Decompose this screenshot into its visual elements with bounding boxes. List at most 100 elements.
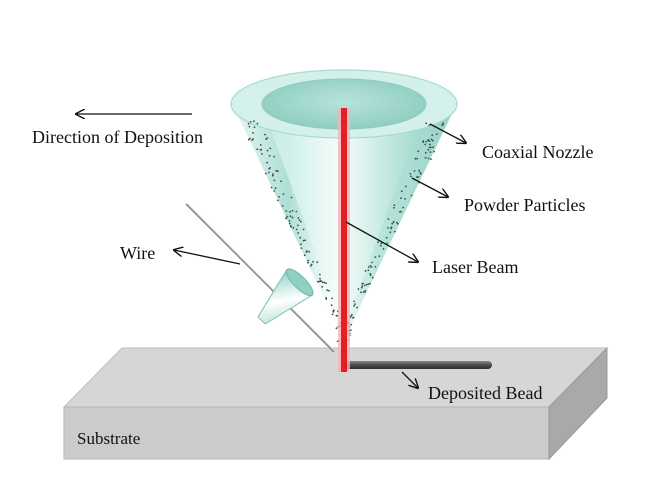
powder-particle bbox=[295, 228, 298, 231]
powder-particle bbox=[325, 298, 328, 300]
powder-particle bbox=[266, 149, 269, 152]
substrate-label: Substrate bbox=[77, 429, 141, 448]
powder-particle bbox=[320, 280, 322, 282]
powder-particle bbox=[259, 144, 262, 146]
laser-beam-label: Laser Beam bbox=[432, 257, 519, 277]
powder-particle bbox=[285, 217, 287, 220]
powder-particle bbox=[404, 198, 406, 200]
leader-arrows bbox=[76, 114, 466, 388]
powder-particle bbox=[424, 143, 427, 146]
powder-particle bbox=[352, 316, 354, 319]
powder-particle bbox=[425, 122, 428, 125]
powder-particle bbox=[428, 146, 431, 149]
powder-particle bbox=[336, 314, 338, 317]
powder-particle bbox=[297, 217, 300, 219]
powder-particle bbox=[328, 289, 330, 292]
powder-particle bbox=[268, 171, 270, 174]
powder-particle bbox=[400, 197, 402, 200]
powder-particle bbox=[353, 300, 355, 303]
powder-particle bbox=[367, 269, 370, 272]
powder-particle bbox=[295, 210, 298, 213]
powder-particle bbox=[288, 220, 291, 222]
powder-particle bbox=[277, 199, 279, 202]
powder-particle bbox=[271, 174, 274, 177]
powder-particle bbox=[409, 173, 412, 175]
powder-particle bbox=[265, 138, 268, 141]
wire-label: Wire bbox=[120, 243, 156, 263]
powder-particle bbox=[416, 157, 419, 160]
powder-particle bbox=[369, 273, 372, 275]
powder-particle bbox=[253, 120, 255, 123]
powder-particle bbox=[410, 175, 412, 178]
powder-particle bbox=[251, 139, 253, 142]
powder-particle bbox=[413, 170, 416, 172]
powder-particle bbox=[429, 143, 431, 146]
wire-feed bbox=[185, 202, 336, 353]
powder-particle bbox=[425, 140, 428, 143]
powder-particle bbox=[319, 277, 321, 280]
powder-particle bbox=[270, 186, 273, 189]
powder-particle bbox=[441, 123, 444, 126]
powder-particle bbox=[247, 122, 250, 125]
deposited-bead-leader bbox=[401, 371, 418, 388]
powder-particle bbox=[369, 282, 371, 285]
wire-leader bbox=[174, 250, 241, 265]
powder-particle bbox=[422, 141, 424, 144]
powder-particle bbox=[307, 259, 310, 262]
powder-particle bbox=[273, 155, 275, 158]
powder-particle bbox=[405, 185, 407, 188]
powder-particle bbox=[391, 222, 394, 225]
powder-particle bbox=[291, 216, 294, 219]
powder-particle bbox=[306, 250, 308, 252]
powder-particle bbox=[433, 150, 435, 153]
powder-particle bbox=[424, 156, 427, 159]
powder-particle bbox=[367, 283, 370, 285]
powder-particle bbox=[365, 283, 368, 286]
powder-particle bbox=[252, 132, 255, 134]
powder-particle bbox=[418, 169, 420, 172]
powder-particle bbox=[374, 265, 377, 268]
powder-particle bbox=[308, 250, 311, 253]
powder-particle bbox=[379, 244, 382, 247]
powder-particle bbox=[300, 247, 303, 250]
powder-particle bbox=[430, 158, 432, 161]
deposited-bead bbox=[342, 361, 492, 369]
substrate-block bbox=[62, 346, 609, 461]
wire-nozzle-top bbox=[285, 268, 314, 297]
powder-particle bbox=[351, 314, 353, 316]
powder-particle bbox=[428, 124, 431, 127]
powder-particle bbox=[269, 147, 272, 150]
powder-particle bbox=[274, 187, 277, 190]
powder-particle bbox=[400, 190, 403, 193]
wire-line bbox=[185, 203, 335, 353]
powder-particle bbox=[390, 227, 392, 230]
powder-particle bbox=[364, 270, 367, 272]
powder-particle bbox=[393, 206, 395, 209]
powder-particle bbox=[431, 139, 434, 142]
powder-particle bbox=[319, 273, 321, 276]
laser-beam-leader bbox=[345, 221, 418, 262]
powder-particle bbox=[335, 327, 338, 330]
powder-particle bbox=[361, 282, 364, 285]
powder-particle bbox=[378, 255, 381, 257]
powder-particle bbox=[424, 151, 427, 154]
powder-particle bbox=[427, 139, 430, 141]
powder-particle bbox=[288, 222, 291, 225]
powder-particle bbox=[360, 291, 362, 294]
powder-particle bbox=[302, 239, 305, 242]
powder-particle bbox=[370, 266, 373, 268]
powder-particle bbox=[332, 310, 335, 312]
powder-particle bbox=[276, 170, 279, 172]
powder-particle bbox=[330, 304, 333, 307]
coaxial-nozzle-leader bbox=[429, 123, 466, 143]
powder-particle bbox=[364, 284, 366, 287]
powder-particle bbox=[289, 210, 291, 213]
powder-particle bbox=[416, 176, 418, 179]
powder-particles-leader bbox=[411, 177, 448, 197]
powder-particles-label: Powder Particles bbox=[464, 195, 586, 215]
powder-particle bbox=[261, 153, 263, 155]
powder-particle bbox=[299, 236, 302, 239]
powder-particle bbox=[256, 148, 259, 151]
powder-particle bbox=[266, 137, 269, 139]
powder-particle bbox=[252, 138, 255, 140]
